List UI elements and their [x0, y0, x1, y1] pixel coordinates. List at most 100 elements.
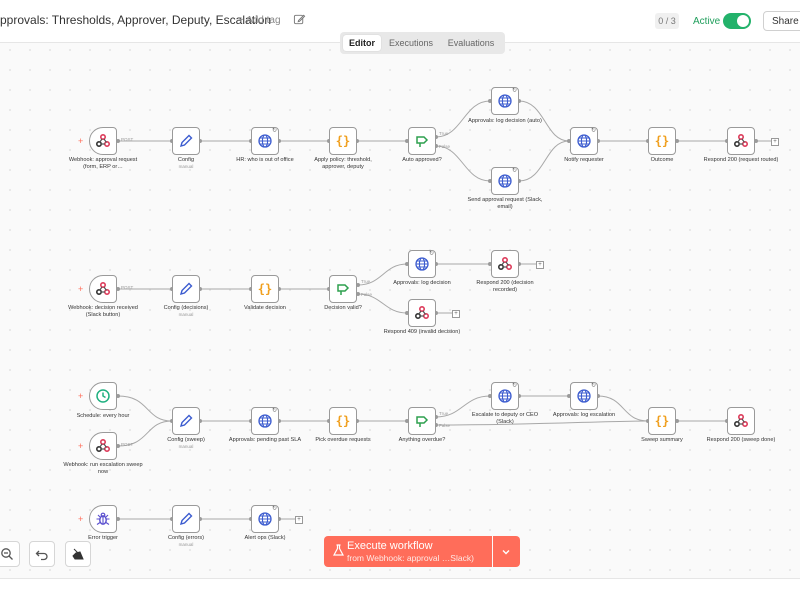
- node-label: Auto approved?: [402, 157, 442, 163]
- active-toggle[interactable]: [723, 13, 751, 29]
- add-trigger-icon[interactable]: +: [78, 441, 84, 451]
- node-respond-409-invalid[interactable]: [408, 299, 436, 327]
- connection: [518, 100, 570, 142]
- tab-editor[interactable]: Editor: [343, 35, 381, 51]
- post-label: POST: [121, 442, 134, 447]
- add-node-button[interactable]: +: [452, 310, 460, 318]
- node-webhook-run-sweep[interactable]: [89, 432, 117, 460]
- node-auto-approved[interactable]: [408, 127, 436, 155]
- branch-icon: [416, 416, 428, 428]
- node-label: Config (decisions): [163, 305, 209, 311]
- node-label: Outcome: [650, 157, 674, 163]
- workflow-title[interactable]: pprovals: Thresholds, Approver, Deputy, …: [0, 13, 272, 27]
- node-pick-overdue[interactable]: [329, 407, 357, 435]
- code-icon: [654, 414, 670, 428]
- code-icon: [257, 282, 273, 296]
- node-label: Decision valid?: [324, 305, 362, 311]
- node-label: Notify requester: [564, 157, 604, 163]
- webhook-icon: [96, 134, 110, 147]
- broom-icon: [72, 548, 84, 560]
- node-sublabel: manual: [178, 542, 194, 547]
- node-apply-policy[interactable]: [329, 127, 357, 155]
- chevron-down-icon: [502, 550, 510, 555]
- refresh-icon: ↻: [511, 168, 517, 174]
- node-sublabel: manual: [178, 444, 194, 449]
- toggle-knob: [737, 15, 749, 27]
- node-webhook-approval-request[interactable]: [89, 127, 117, 155]
- tidy-up-button[interactable]: [65, 541, 91, 567]
- globe-icon: [498, 389, 512, 403]
- node-validate-decision[interactable]: [251, 275, 279, 303]
- node-hr-out-of-office[interactable]: ↻: [251, 127, 279, 155]
- execute-dropdown-button[interactable]: [493, 536, 520, 567]
- pencil-icon: [180, 134, 193, 147]
- active-label: Active: [693, 16, 721, 27]
- tab-evaluations[interactable]: Evaluations: [447, 38, 495, 48]
- add-trigger-icon[interactable]: +: [78, 391, 84, 401]
- node-anything-overdue[interactable]: [408, 407, 436, 435]
- node-label: Webhook: decision received (Slack button…: [68, 305, 138, 318]
- globe-icon: [577, 389, 591, 403]
- node-schedule-every-hour[interactable]: [89, 382, 117, 410]
- add-node-button[interactable]: +: [295, 516, 303, 524]
- node-label: Respond 200 (decision recorded): [476, 280, 534, 293]
- node-label: Respond 409 (invalid decision): [383, 329, 461, 335]
- node-label: Respond 200 (sweep done): [706, 437, 776, 443]
- node-label: Anything overdue?: [398, 437, 446, 443]
- node-respond-200-routed[interactable]: [727, 127, 755, 155]
- node-error-trigger[interactable]: [89, 505, 117, 533]
- share-button[interactable]: Share: [763, 11, 800, 31]
- node-send-approval-request[interactable]: ↻: [491, 167, 519, 195]
- connection: [435, 145, 491, 182]
- node-escalate-deputy-ceo[interactable]: ↻: [491, 382, 519, 410]
- node-notify-requester[interactable]: ↻: [570, 127, 598, 155]
- undo-button[interactable]: [29, 541, 55, 567]
- zoom-out-button[interactable]: [0, 541, 20, 567]
- true-label: True: [439, 411, 449, 416]
- node-config-errors[interactable]: [172, 505, 200, 533]
- globe-icon: [258, 512, 272, 526]
- node-log-decision-auto[interactable]: ↻: [491, 87, 519, 115]
- refresh-icon: ↻: [428, 251, 434, 257]
- add-node-button[interactable]: +: [771, 138, 779, 146]
- node-label: Webhook: run escalation sweep now: [63, 462, 143, 475]
- node-config[interactable]: [172, 127, 200, 155]
- add-node-button[interactable]: +: [536, 261, 544, 269]
- pencil-icon: [180, 414, 193, 427]
- edit-icon[interactable]: [293, 13, 306, 26]
- branch-icon: [416, 136, 428, 148]
- node-sweep-summary[interactable]: [648, 407, 676, 435]
- node-outcome[interactable]: [648, 127, 676, 155]
- connection: [357, 293, 408, 314]
- node-log-decision[interactable]: ↻: [408, 250, 436, 278]
- execute-label: Execute workflow: [347, 540, 433, 552]
- add-trigger-icon[interactable]: +: [78, 514, 84, 524]
- node-respond-200-sweep[interactable]: [727, 407, 755, 435]
- node-label: Approvals: log decision: [393, 280, 451, 286]
- connection: [435, 420, 649, 426]
- tab-executions[interactable]: Executions: [388, 38, 434, 48]
- node-label: Schedule: every hour: [76, 413, 130, 419]
- refresh-icon: ↻: [511, 88, 517, 94]
- node-label: Config (errors): [167, 535, 205, 541]
- add-tag-button[interactable]: + Add tag: [238, 15, 281, 26]
- node-label: Sweep summary: [641, 437, 683, 443]
- node-respond-200-recorded[interactable]: [491, 250, 519, 278]
- webhook-icon: [733, 413, 749, 428]
- add-trigger-icon[interactable]: +: [78, 136, 84, 146]
- refresh-icon: ↻: [590, 383, 596, 389]
- node-config-decisions[interactable]: [172, 275, 200, 303]
- node-pending-past-sla[interactable]: ↻: [251, 407, 279, 435]
- node-alert-ops[interactable]: ↻: [251, 505, 279, 533]
- pencil-icon: [180, 282, 193, 295]
- node-log-escalation[interactable]: ↻: [570, 382, 598, 410]
- node-decision-valid[interactable]: [329, 275, 357, 303]
- node-label: Validate decision: [244, 305, 286, 311]
- post-label: POST: [121, 137, 134, 142]
- node-webhook-decision-received[interactable]: [89, 275, 117, 303]
- add-trigger-icon[interactable]: +: [78, 284, 84, 294]
- true-label: True: [439, 131, 449, 136]
- connection: [117, 395, 173, 422]
- execute-workflow-button[interactable]: Execute workflow from Webhook: approval …: [324, 536, 492, 567]
- node-config-sweep[interactable]: [172, 407, 200, 435]
